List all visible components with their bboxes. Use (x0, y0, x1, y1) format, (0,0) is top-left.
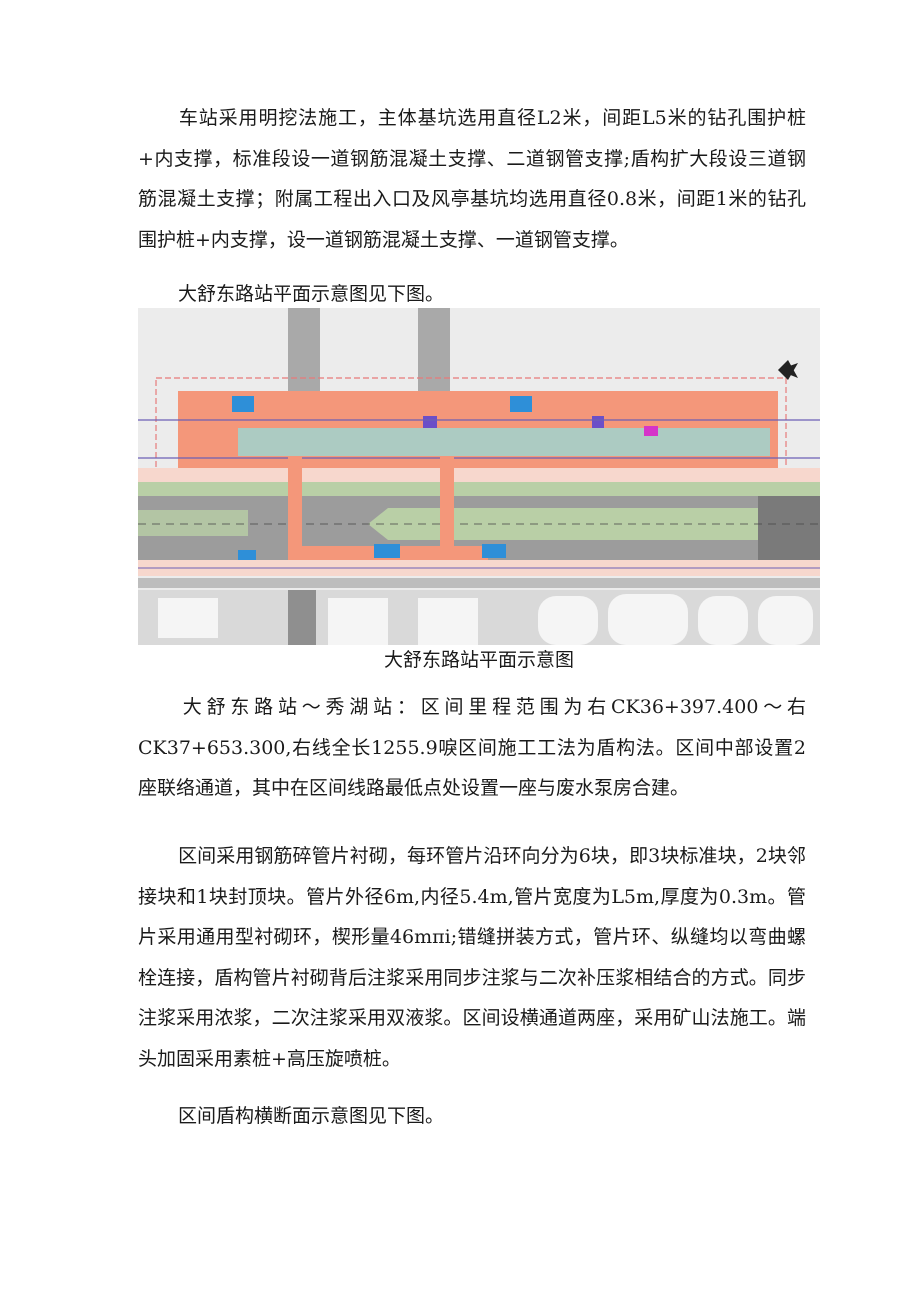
paragraph-segment-lining: 区间采用钢筋碎管片衬砌，每环管片沿环向分为6块，即3块标准块，2块邻接块和1块封… (138, 836, 806, 1079)
paragraph-station-construction: 车站采用明挖法施工，主体基坑选用直径L2米，间距L5米的钻孔围护桩+内支撑，标准… (138, 98, 806, 260)
station-plan-drawing (138, 308, 820, 645)
paragraph-text: 区间盾构横断面示意图见下图。 (178, 1105, 445, 1127)
paragraph-section-intro: 区间盾构横断面示意图见下图。 (138, 1096, 806, 1137)
paragraph-text: 大舒东路站平面示意图见下图。 (178, 283, 445, 305)
paragraph-figure-intro: 大舒东路站平面示意图见下图。 (138, 274, 806, 315)
figure-caption: 大舒东路站平面示意图 (383, 649, 574, 671)
paragraph-interval-range: 大舒东路站～秀湖站：区间里程范围为右CK36+397.400～右CK37+653… (138, 687, 806, 809)
paragraph-text: 车站采用明挖法施工，主体基坑选用直径L2米，间距L5米的钻孔围护桩+内支撑，标准… (138, 107, 806, 251)
station-plan-figure (138, 308, 820, 645)
paragraph-text: 大舒东路站～秀湖站：区间里程范围为右CK36+397.400～右CK37+653… (138, 696, 806, 799)
paragraph-text: 区间采用钢筋碎管片衬砌，每环管片沿环向分为6块，即3块标准块，2块邻接块和1块封… (138, 845, 806, 1070)
